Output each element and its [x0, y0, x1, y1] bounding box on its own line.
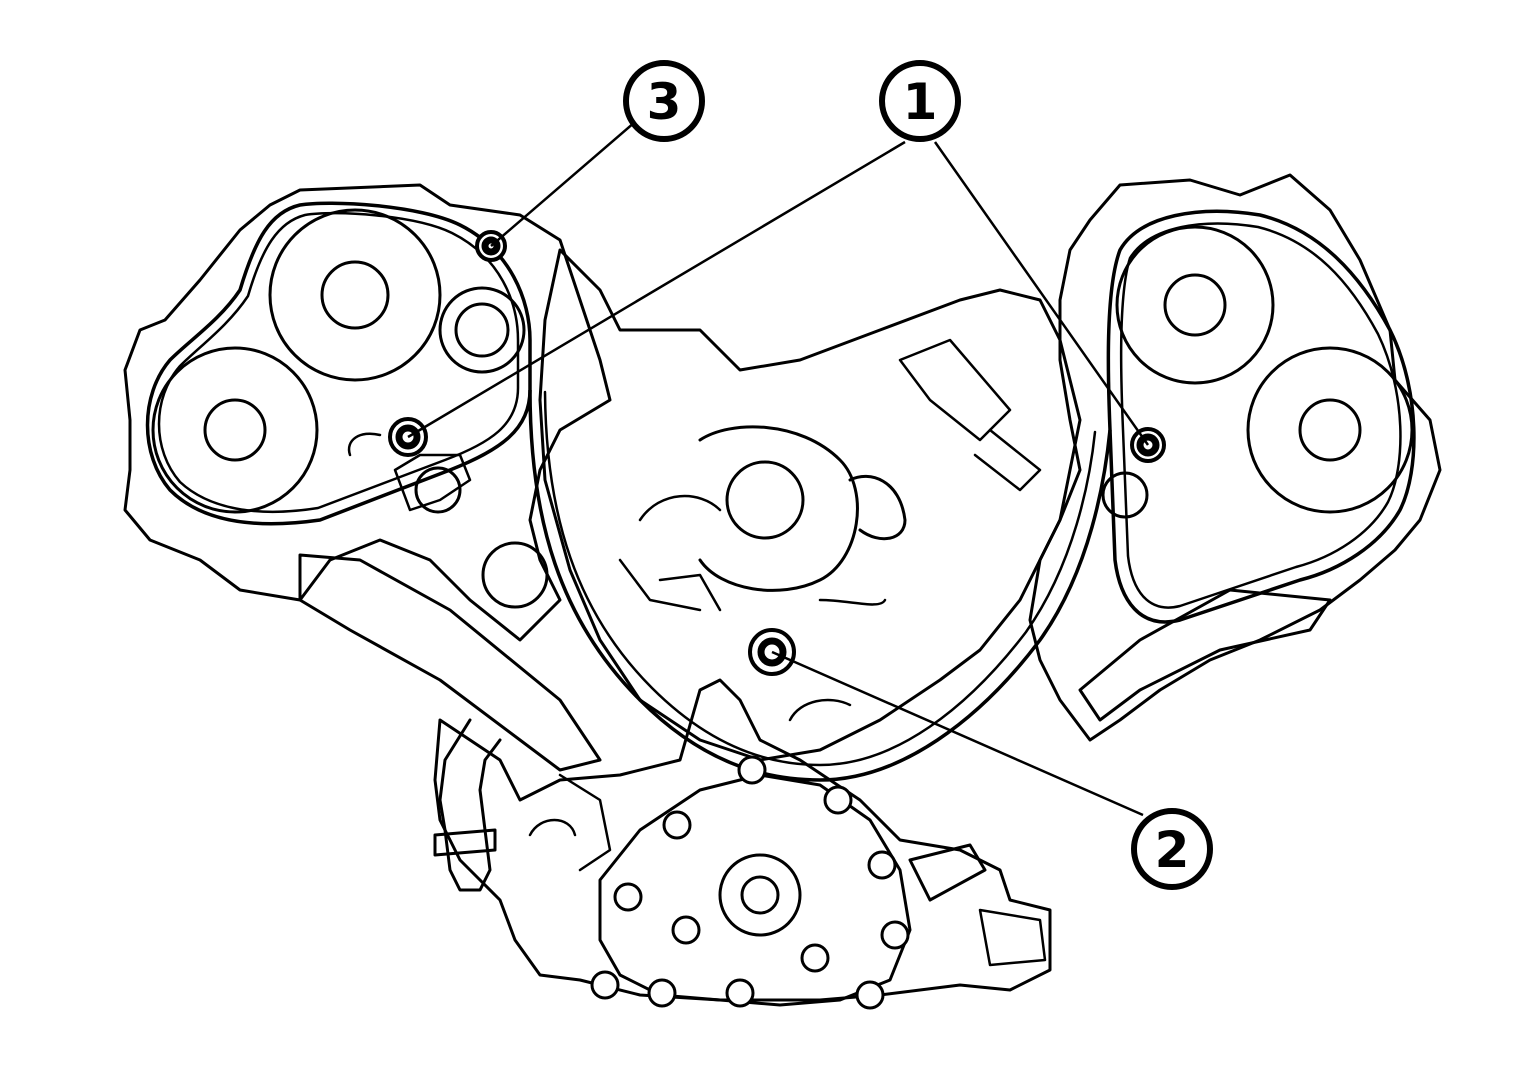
left-upper-sprocket-hub [320, 260, 390, 330]
center-bracket [698, 425, 859, 592]
center-detail-1 [638, 494, 722, 522]
leader-3 [490, 121, 636, 247]
callout-3-label: 3 [647, 73, 682, 131]
bolt [613, 882, 643, 912]
left-tensioner-boss [414, 466, 462, 514]
bolt [647, 978, 677, 1008]
center-detail-5 [818, 598, 887, 606]
callout-3: 3 [623, 60, 705, 142]
left-timing-chain [145, 201, 532, 526]
callout-2-label: 2 [1155, 821, 1190, 879]
dipstick-tube [438, 718, 502, 892]
left-lower-detail [528, 818, 577, 837]
left-idler [438, 286, 526, 374]
oil-pump-cover [598, 773, 912, 1007]
center-detail-6 [788, 698, 852, 722]
right-upper-sprocket-hub [1163, 273, 1227, 337]
center-detail-7 [658, 573, 722, 612]
left-idler-hub [454, 302, 510, 358]
center-bracket-2 [848, 474, 907, 541]
right-timing-chain [1106, 209, 1416, 624]
left-detail [347, 432, 382, 457]
bolt [855, 980, 885, 1010]
callout-1: 1 [879, 60, 961, 142]
front-cover-bolts [590, 755, 910, 1010]
left-detail-2 [393, 453, 472, 512]
callout-3-circle [623, 60, 705, 142]
right-timing-chain-inner [1119, 222, 1402, 609]
crankshaft-pulley-hub [740, 875, 780, 915]
bolt [800, 943, 830, 973]
right-lower-sprocket-hub [1298, 398, 1362, 462]
right-guide [1078, 588, 1332, 722]
bolt [662, 810, 692, 840]
callout-1-label: 1 [903, 73, 938, 131]
right-cover-outline [1028, 173, 1442, 742]
leader-1-left [407, 140, 906, 439]
leader-1-right [933, 141, 1150, 446]
seal-2-inner [757, 637, 787, 667]
callout-2: 2 [1131, 808, 1213, 890]
right-tensioner-boss [1101, 471, 1149, 519]
bolt [867, 850, 897, 880]
callout-2-circle [1131, 808, 1213, 890]
center-block-outline [538, 248, 1082, 762]
bolt [880, 920, 910, 950]
bolt [590, 970, 620, 1000]
center-detail-4 [973, 428, 1042, 492]
left-lower-camshaft-sprocket [151, 346, 319, 514]
left-lower-sprocket-hub [203, 398, 267, 462]
seal-1-left-inner [395, 424, 421, 450]
crankshaft-pulley [718, 853, 802, 937]
seal-3-inner [481, 236, 501, 256]
center-detail-3 [898, 338, 1012, 442]
dipstick-clamp [433, 828, 497, 857]
left-lower-boss [481, 541, 549, 609]
callout-1-circle [879, 60, 961, 142]
left-upper-camshaft-sprocket [268, 208, 442, 382]
right-upper-camshaft-sprocket [1115, 225, 1275, 385]
left-cover-outline [123, 183, 612, 642]
seal-1-right-inner [1136, 433, 1160, 457]
primary-timing-chain [528, 389, 1112, 782]
bolt [823, 785, 853, 815]
leader-2 [771, 650, 1144, 817]
bolt [671, 915, 701, 945]
bolt [737, 755, 767, 785]
left-timing-chain-inner [157, 211, 520, 514]
right-lower-detail [978, 908, 1047, 967]
center-detail-2 [618, 558, 702, 612]
front-cover-outline [433, 678, 1052, 1002]
left-guide [298, 553, 602, 772]
center-idler-sprocket [725, 460, 805, 540]
seal-1-right [1130, 427, 1166, 463]
right-lower-bracket [908, 843, 987, 902]
bolt [725, 978, 755, 1008]
left-lower-detail-2 [558, 773, 612, 872]
right-lower-camshaft-sprocket [1246, 346, 1414, 514]
primary-timing-chain-inner [543, 390, 1097, 767]
